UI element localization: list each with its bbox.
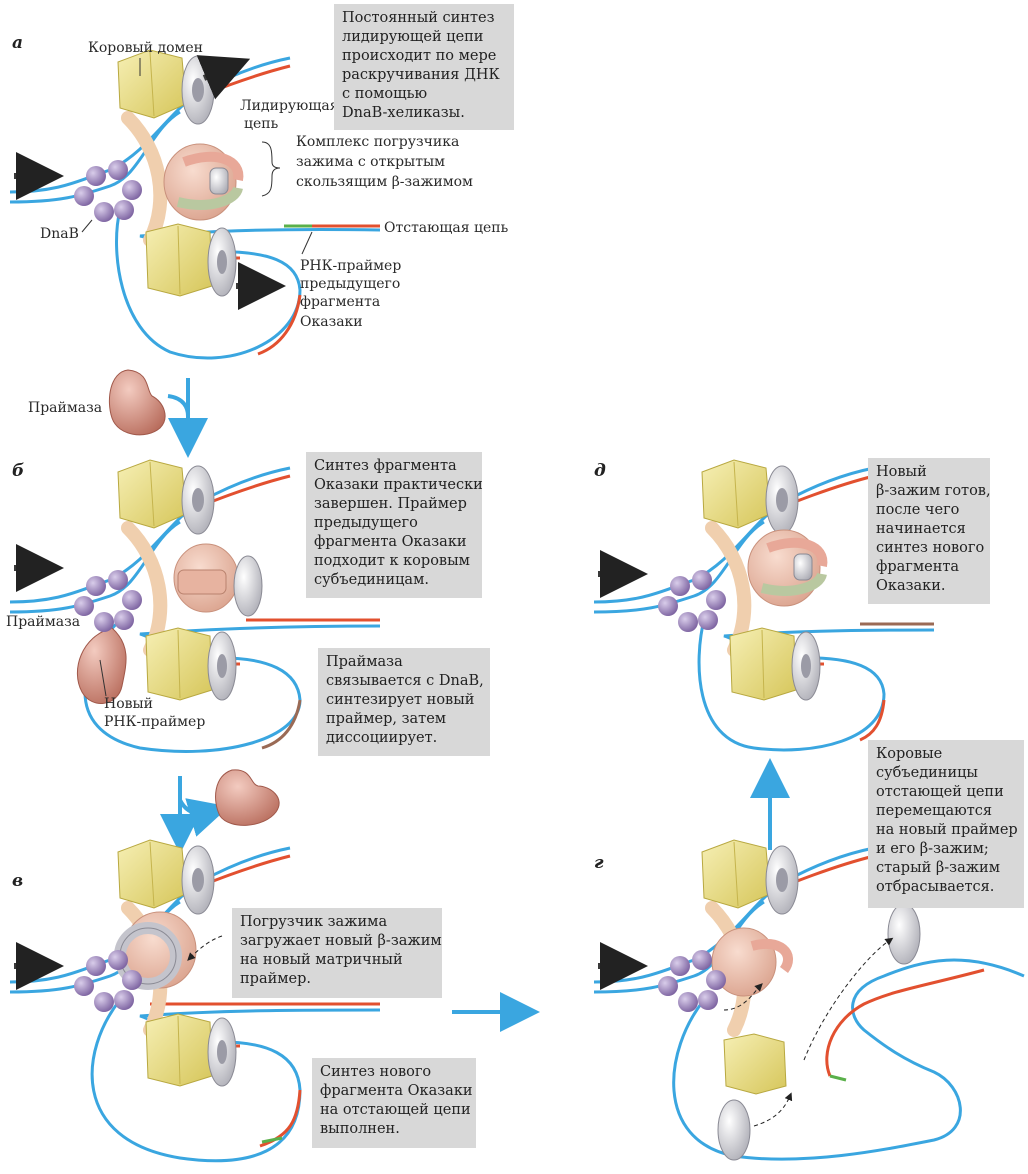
note-v: Погрузчик зажима загружает новый β-зажим… xyxy=(232,908,442,998)
label-primase-bound: Праймаза xyxy=(6,614,80,630)
note-v2: Синтез нового фрагмента Оказаки на отста… xyxy=(312,1058,476,1148)
panel-v: в xyxy=(9,839,381,1163)
panel-letter-d: д xyxy=(594,461,606,481)
label-primase-free: Праймаза xyxy=(28,400,102,416)
panel-letter-v: в xyxy=(12,871,23,891)
panel-d: д xyxy=(593,459,935,752)
panel-g: г xyxy=(593,839,1025,1161)
label-lagging-strand: Отстающая цепь xyxy=(384,220,509,236)
label-clamp-loader-1: Комплекс погрузчика xyxy=(296,134,459,150)
note-g: Коровые субъединицы отстающей цепи перем… xyxy=(868,740,1024,908)
panel-letter-a: а xyxy=(12,33,23,53)
primase-free-2 xyxy=(215,769,280,826)
label-clamp-loader-2: зажима с открытым xyxy=(296,154,445,170)
label-dnab: DnaB xyxy=(40,226,79,242)
primase-bound xyxy=(77,627,127,704)
label-core-domain: Коровый домен xyxy=(88,40,203,56)
note-b2: Праймаза связывается с DnaB, синтезирует… xyxy=(318,648,490,756)
panel-letter-b: б xyxy=(12,461,24,481)
panel-b: б Праймаза Новый РНК-праймер xyxy=(6,459,381,753)
panel-letter-g: г xyxy=(594,853,604,873)
primase-transition-1: Праймаза xyxy=(28,369,208,458)
label-leading-strand-2: цепь xyxy=(244,116,279,132)
primase-transition-2 xyxy=(160,769,280,854)
note-a: Постоянный синтез лидирующей цепи происх… xyxy=(334,4,514,130)
note-b: Синтез фрагмента Оказаки практически зав… xyxy=(306,452,483,598)
label-rna-primer-1: РНК-праймер xyxy=(300,258,401,274)
label-clamp-loader-3: скользящим β-зажимом xyxy=(296,174,473,190)
note-d: Новый β-зажим готов, после чего начинает… xyxy=(868,458,991,604)
primase-free-1 xyxy=(108,369,166,436)
panel-a: а Коровый домен Лидирующая цепь Комплекс… xyxy=(9,33,509,360)
label-leading-strand-1: Лидирующая xyxy=(240,98,339,114)
label-new-primer-2: РНК-праймер xyxy=(104,714,205,730)
label-rna-primer-4: Оказаки xyxy=(300,314,363,330)
label-new-primer-1: Новый xyxy=(104,696,153,712)
label-rna-primer-2: предыдущего xyxy=(300,276,400,292)
label-rna-primer-3: фрагмента xyxy=(300,294,380,310)
